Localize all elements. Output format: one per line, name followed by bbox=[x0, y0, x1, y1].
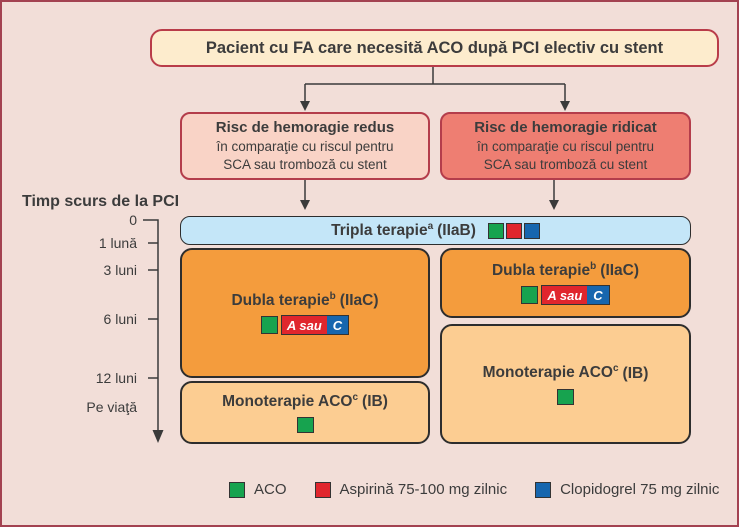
badge-clopidogrel-segment: C bbox=[587, 286, 609, 305]
dual-footnote-sup: b bbox=[590, 260, 597, 272]
aco-swatch-icon bbox=[296, 417, 314, 434]
dual-therapy-text: Dubla terapie bbox=[491, 262, 591, 280]
dual-therapy-label: Dubla terapieb(IIaC) bbox=[492, 261, 639, 280]
timeline-ticks bbox=[148, 242, 158, 379]
triple-swatch-row bbox=[487, 222, 540, 239]
mono-therapy-label: Monoterapie ACOc(IB) bbox=[483, 363, 649, 382]
aco-swatch-icon bbox=[487, 222, 504, 239]
timeline-tick-label-0: 0 bbox=[129, 212, 137, 228]
dual-therapy-text: Dubla terapie bbox=[231, 292, 330, 310]
badge-clopidogrel-segment: C bbox=[326, 316, 349, 335]
dual-therapy-label: Dubla terapieb(IIaC) bbox=[231, 291, 378, 310]
risk-low-box: Risc de hemoragie redus în comparaţie cu… bbox=[180, 112, 430, 180]
legend: ACO Aspirină 75-100 mg zilnic Clopidogre… bbox=[229, 481, 719, 498]
dual-regimen-badges: A sau C bbox=[521, 285, 610, 306]
mono-footnote-sup: c bbox=[352, 391, 359, 403]
risk-high-line1: în comparaţie cu riscul pentru bbox=[476, 139, 655, 155]
timeline-axis bbox=[143, 219, 159, 431]
clopidogrel-swatch-icon bbox=[535, 481, 552, 498]
top-branch-line bbox=[304, 67, 566, 102]
risk-high-title: Risc de hemoragie ridicat bbox=[474, 119, 657, 137]
triple-footnote-sup: a bbox=[427, 220, 434, 232]
triple-therapy-text: Tripla terapie bbox=[331, 222, 428, 240]
triple-therapy-label: Tripla terapiea(IIaB) bbox=[331, 221, 476, 240]
legend-label-aco: ACO bbox=[254, 481, 287, 498]
timeline-tick-label-1month: 1 lună bbox=[98, 235, 137, 251]
arrowhead-triple-right bbox=[549, 200, 559, 210]
mono-footnote-sup: c bbox=[612, 363, 619, 375]
aco-swatch-icon bbox=[557, 388, 574, 405]
aco-swatch-icon bbox=[260, 316, 278, 335]
mono-therapy-text: Monoterapie ACO bbox=[482, 364, 613, 382]
timeline-tick-label-12months: 12 luni bbox=[95, 370, 137, 386]
risk-low-title: Risc de hemoragie redus bbox=[215, 119, 395, 137]
legend-item-clopidogrel: Clopidogrel 75 mg zilnic bbox=[535, 481, 719, 498]
dual-grade: (IIaC) bbox=[339, 292, 379, 310]
risk-low-line1: în comparaţie cu riscul pentru bbox=[216, 139, 394, 155]
dual-therapy-high-risk-box: Dubla terapieb(IIaC) A sau C bbox=[440, 248, 691, 318]
mono-therapy-high-risk-box: Monoterapie ACOc(IB) bbox=[440, 324, 691, 444]
arrowhead-risk-low bbox=[300, 101, 310, 111]
dual-therapy-low-risk-box: Dubla terapieb(IIaC) A sau C bbox=[180, 248, 430, 378]
timeline-tick-label-6months: 6 luni bbox=[103, 311, 137, 327]
a-sau-c-badge: A sau C bbox=[280, 315, 350, 336]
timeline-tick-label-lifetime: Pe viaţă bbox=[86, 399, 137, 415]
mono-therapy-text: Monoterapie ACO bbox=[222, 393, 353, 411]
badge-aspirin-segment: A sau bbox=[542, 286, 588, 305]
risk-to-triple-lines bbox=[304, 180, 555, 201]
timeline-title: Timp scurs de la PCI bbox=[22, 193, 180, 210]
patient-box: Pacient cu FA care necesită ACO după PCI… bbox=[150, 29, 719, 67]
patient-box-title: Pacient cu FA care necesită ACO după PCI… bbox=[205, 38, 664, 57]
arrowhead-triple-left bbox=[300, 200, 310, 210]
risk-low-line2: SCA sau tromboză cu stent bbox=[223, 156, 387, 172]
clopidogrel-swatch-icon bbox=[523, 222, 540, 239]
aspirin-swatch-icon bbox=[505, 222, 522, 239]
timeline-arrowhead bbox=[152, 430, 164, 443]
triple-grade: (IIaB) bbox=[437, 222, 476, 240]
dual-regimen-badges: A sau C bbox=[260, 315, 350, 336]
timeline-tick-label-3months: 3 luni bbox=[103, 262, 137, 278]
mono-grade: (IB) bbox=[362, 393, 388, 411]
risk-high-line2: SCA sau tromboză cu stent bbox=[483, 156, 648, 172]
mono-therapy-low-risk-box: Monoterapie ACOc(IB) bbox=[180, 381, 430, 444]
mono-therapy-label: Monoterapie ACOc(IB) bbox=[222, 392, 388, 411]
a-sau-c-badge: A sau C bbox=[541, 285, 610, 306]
badge-aspirin-segment: A sau bbox=[281, 316, 327, 335]
dual-grade: (IIaC) bbox=[600, 262, 640, 280]
risk-high-box: Risc de hemoragie ridicat în comparaţie … bbox=[440, 112, 691, 180]
legend-label-aspirin: Aspirină 75-100 mg zilnic bbox=[339, 481, 508, 498]
legend-item-aspirin: Aspirină 75-100 mg zilnic bbox=[314, 481, 508, 498]
legend-label-clopidogrel: Clopidogrel 75 mg zilnic bbox=[560, 481, 720, 498]
triple-therapy-bar: Tripla terapiea(IIaB) bbox=[180, 216, 691, 245]
aspirin-swatch-icon bbox=[314, 481, 331, 498]
aco-swatch-icon bbox=[229, 481, 245, 498]
arrowhead-risk-high bbox=[560, 101, 570, 111]
aco-swatch-icon bbox=[521, 286, 539, 305]
legend-item-aco: ACO bbox=[229, 481, 287, 498]
mono-grade: (IB) bbox=[622, 364, 649, 382]
dual-footnote-sup: b bbox=[329, 290, 336, 302]
